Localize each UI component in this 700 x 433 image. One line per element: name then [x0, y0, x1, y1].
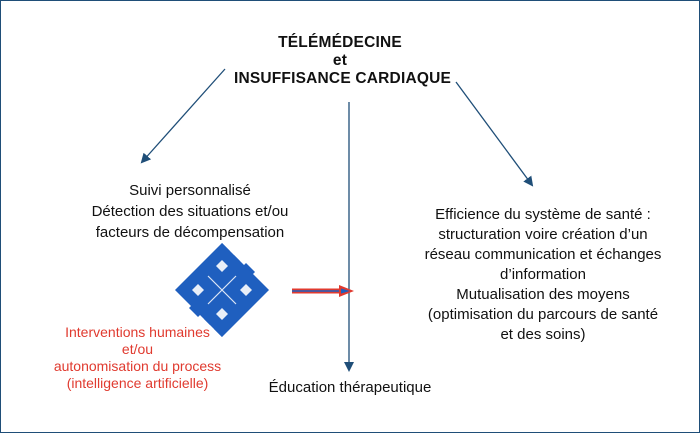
- efficience-line5: Mutualisation des moyens: [456, 286, 630, 303]
- efficience-line1: Efficience du système de santé :: [435, 206, 651, 223]
- interventions-line2: et/ou: [121, 341, 154, 357]
- arrow-to-efficience: [455, 81, 534, 187]
- efficience-line3: réseau communication et échanges: [424, 246, 662, 263]
- efficience-line2: structuration voire création d’un: [438, 226, 648, 243]
- title-telemedecine: TÉLÉMÉDECINE: [278, 34, 402, 51]
- education-label: Éducation thérapeutique: [268, 379, 432, 396]
- interventions-line3: autonomisation du process: [53, 358, 222, 374]
- efficience-line6: (optimisation du parcours de santé: [427, 306, 659, 323]
- suivi-line1: Suivi personnalisé: [129, 182, 251, 199]
- suivi-line2: Détection des situations et/ou: [91, 203, 289, 220]
- interventions-line1: Interventions humaines: [65, 324, 210, 340]
- four-way-diamond-icon: [175, 243, 269, 337]
- intervention-arrow: [292, 285, 354, 297]
- suivi-line3: facteurs de décompensation: [95, 224, 285, 241]
- efficience-line4: d’information: [500, 266, 586, 283]
- interventions-line4: (intelligence artificielle): [66, 375, 209, 391]
- efficience-line7: et des soins): [500, 326, 586, 343]
- title-et: et: [332, 52, 348, 69]
- title-insuffisance: INSUFFISANCE CARDIAQUE: [233, 70, 452, 87]
- arrow-to-suivi: [140, 68, 226, 164]
